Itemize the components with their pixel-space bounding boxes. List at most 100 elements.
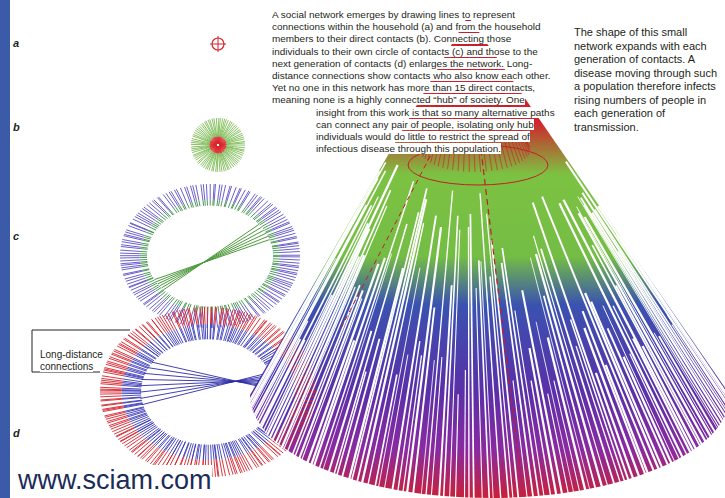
contacts-ring [205, 324, 207, 339]
contacts-ring [102, 406, 123, 410]
contacts-ring [141, 247, 148, 249]
contacts-ring [141, 266, 148, 267]
contacts-ring [145, 276, 152, 278]
contacts-ring [135, 329, 150, 342]
contacts-ring [212, 119, 216, 137]
cone-streak [536, 322, 574, 494]
contacts-ring [255, 343, 269, 354]
contacts-ring [207, 324, 208, 339]
contacts-ring [129, 280, 147, 287]
contacts-ring [157, 219, 162, 223]
contacts-ring [276, 230, 295, 236]
contacts-ring [203, 184, 205, 200]
contacts-ring [140, 248, 147, 250]
contacts-ring [253, 320, 264, 335]
contacts-ring [199, 201, 200, 207]
cone-streak [334, 224, 407, 475]
long-distance-line [162, 227, 262, 288]
contacts-ring [100, 389, 122, 391]
panel-letter: d [13, 427, 20, 439]
contacts-ring [179, 442, 186, 456]
contacts-ring [280, 262, 300, 264]
contacts-ring [249, 296, 253, 301]
contacts-ring [214, 118, 217, 136]
contacts-ring [216, 137, 218, 144]
caption-text-box: A social network emerges by drawing line… [272, 9, 556, 345]
contacts-ring [213, 324, 215, 339]
contacts-ring [159, 436, 170, 449]
contacts-ring [143, 239, 150, 241]
contacts-ring [123, 401, 142, 404]
contacts-ring [231, 203, 233, 208]
contacts-ring [197, 201, 198, 207]
contacts-ring [134, 420, 151, 428]
contacts-ring [272, 246, 279, 247]
cone-streak [444, 216, 458, 498]
contacts-ring [227, 142, 245, 144]
contacts-ring [201, 184, 203, 200]
contacts-ring [224, 305, 226, 311]
contacts-ring [120, 260, 140, 261]
contacts-ring [140, 257, 147, 258]
contacts-ring [159, 218, 164, 222]
contacts-ring [123, 271, 142, 275]
contacts-ring [154, 300, 166, 312]
contacts-ring [121, 245, 141, 248]
contacts-ring [217, 444, 220, 459]
contacts-ring [258, 448, 270, 462]
contacts-ring [264, 210, 279, 220]
contacts-ring [141, 245, 148, 246]
contacts-ring [227, 145, 245, 146]
cone-streak [530, 348, 557, 496]
contacts-ring [249, 452, 259, 467]
contacts-ring [191, 146, 209, 149]
contacts-ring [142, 270, 149, 272]
contacts-ring [211, 146, 217, 150]
contacts-ring [103, 408, 124, 412]
contacts-ring [147, 322, 159, 336]
contacts-ring [215, 444, 217, 459]
cone-streak [253, 258, 336, 412]
contacts-ring [125, 407, 144, 411]
contacts-ring [227, 143, 245, 144]
contacts-ring [122, 392, 141, 393]
contacts-ring [123, 403, 142, 406]
contacts-ring [210, 324, 212, 339]
contacts-ring [271, 269, 278, 271]
contacts-ring [200, 307, 202, 324]
contacts-ring [100, 392, 122, 393]
contacts-ring [206, 184, 208, 200]
contacts-ring [219, 146, 222, 153]
contacts-ring [196, 308, 199, 325]
contacts-ring [148, 280, 154, 283]
contacts-ring [124, 339, 141, 350]
contacts-ring [280, 256, 300, 257]
contacts-ring [122, 397, 141, 398]
panel-letter-box: a [13, 37, 19, 50]
long-distance-line [148, 368, 276, 388]
contacts-ring [176, 189, 183, 204]
contacts-ring [120, 255, 140, 256]
contacts-ring [230, 458, 236, 475]
contacts-ring [158, 290, 163, 294]
contacts-ring [272, 247, 279, 249]
contacts-ring [215, 137, 217, 144]
contacts-ring [222, 185, 225, 201]
long-distance-line [142, 380, 275, 383]
contacts-ring [210, 184, 211, 200]
contacts-ring [144, 272, 151, 274]
contacts-ring [148, 231, 154, 234]
contacts-ring [209, 145, 216, 147]
contacts-ring [189, 443, 193, 458]
contacts-ring [216, 460, 218, 477]
contacts-ring [220, 153, 224, 171]
contacts-ring [278, 271, 297, 275]
cone-streak [464, 370, 466, 498]
contacts-ring [101, 399, 123, 401]
contacts-ring [181, 328, 187, 343]
contacts-ring [219, 144, 226, 146]
contacts-ring [169, 210, 173, 215]
contacts-ring [219, 141, 225, 145]
contacts-ring [234, 457, 241, 473]
cone-streak [349, 268, 403, 480]
